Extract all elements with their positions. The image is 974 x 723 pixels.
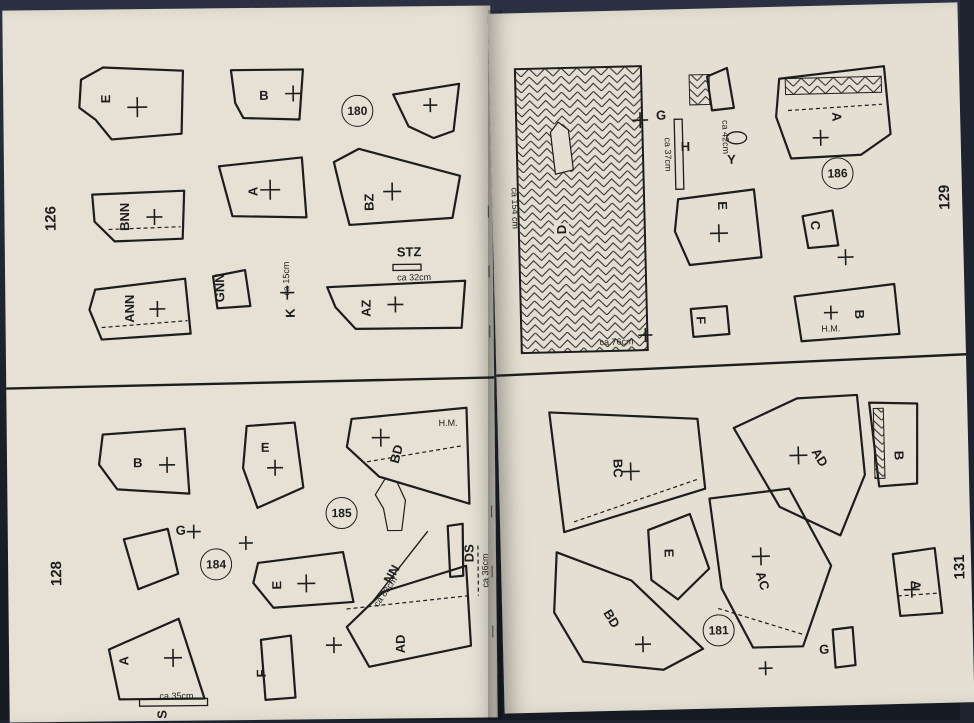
piece-label: E	[98, 94, 114, 104]
piece-label: A	[116, 656, 132, 666]
page-number-bottom: 131	[950, 554, 969, 580]
pattern-number-badge: 180	[341, 94, 374, 128]
length-note: ca 32cm	[397, 272, 432, 283]
piece-label: K	[282, 308, 298, 318]
piece-label: A	[908, 580, 924, 590]
left-page: 126 128 180 184 185 E B BNN A BZ ANN GNN…	[2, 5, 498, 723]
length-note: ca 154 cm	[509, 187, 521, 230]
center-mark-note: H.M.	[438, 417, 458, 429]
piece-label: GNN	[211, 273, 228, 303]
length-note: ca 15cm	[280, 261, 292, 296]
page-number-bottom: 128	[48, 560, 66, 587]
piece-label: E	[715, 201, 731, 211]
piece-label: D	[553, 222, 570, 237]
piece-label: STZ	[396, 244, 422, 260]
right-page: 129 131 186 181 D ca 154 cm ca 76cm H ca…	[487, 2, 974, 714]
piece-label: G	[655, 107, 667, 123]
piece-label: ANN	[121, 294, 138, 323]
length-note: ca 35cm	[159, 690, 194, 701]
piece-label: E	[661, 548, 677, 558]
right-page-pattern-drawings	[496, 65, 967, 676]
piece-label: AD	[392, 634, 408, 654]
piece-label: E	[260, 439, 270, 455]
piece-label: BZ	[361, 193, 377, 211]
piece-label: H	[680, 138, 691, 155]
piece-label: A	[245, 186, 261, 197]
piece-label: C	[807, 220, 824, 231]
pattern-number-badge: 185	[325, 496, 358, 530]
piece-label: B	[891, 450, 907, 461]
piece-label: BNN	[116, 202, 133, 231]
piece-label: G	[818, 641, 830, 657]
piece-label: B	[259, 87, 269, 103]
length-note: ca 76cm	[599, 336, 634, 348]
piece-label: B	[132, 455, 143, 471]
piece-label: B	[852, 309, 868, 320]
piece-label: BC	[610, 458, 626, 478]
page-number-top: 126	[42, 205, 60, 232]
pattern-number-badge: 184	[199, 548, 233, 581]
page-number-top: 129	[935, 184, 954, 210]
piece-label: F	[693, 316, 709, 325]
piece-label: G	[175, 522, 186, 538]
piece-label: A	[829, 111, 845, 122]
length-note: ca 37cm	[662, 137, 674, 172]
piece-label: DS	[461, 544, 477, 563]
piece-label: E	[269, 580, 285, 590]
left-page-pattern-drawings	[6, 66, 495, 707]
piece-label: S	[154, 710, 170, 719]
center-mark-note: H.M.	[821, 323, 841, 334]
length-note: ca 42cm	[720, 119, 732, 155]
piece-label: F	[253, 669, 269, 678]
piece-label: Y	[726, 151, 737, 168]
piece-label: AZ	[358, 299, 374, 318]
